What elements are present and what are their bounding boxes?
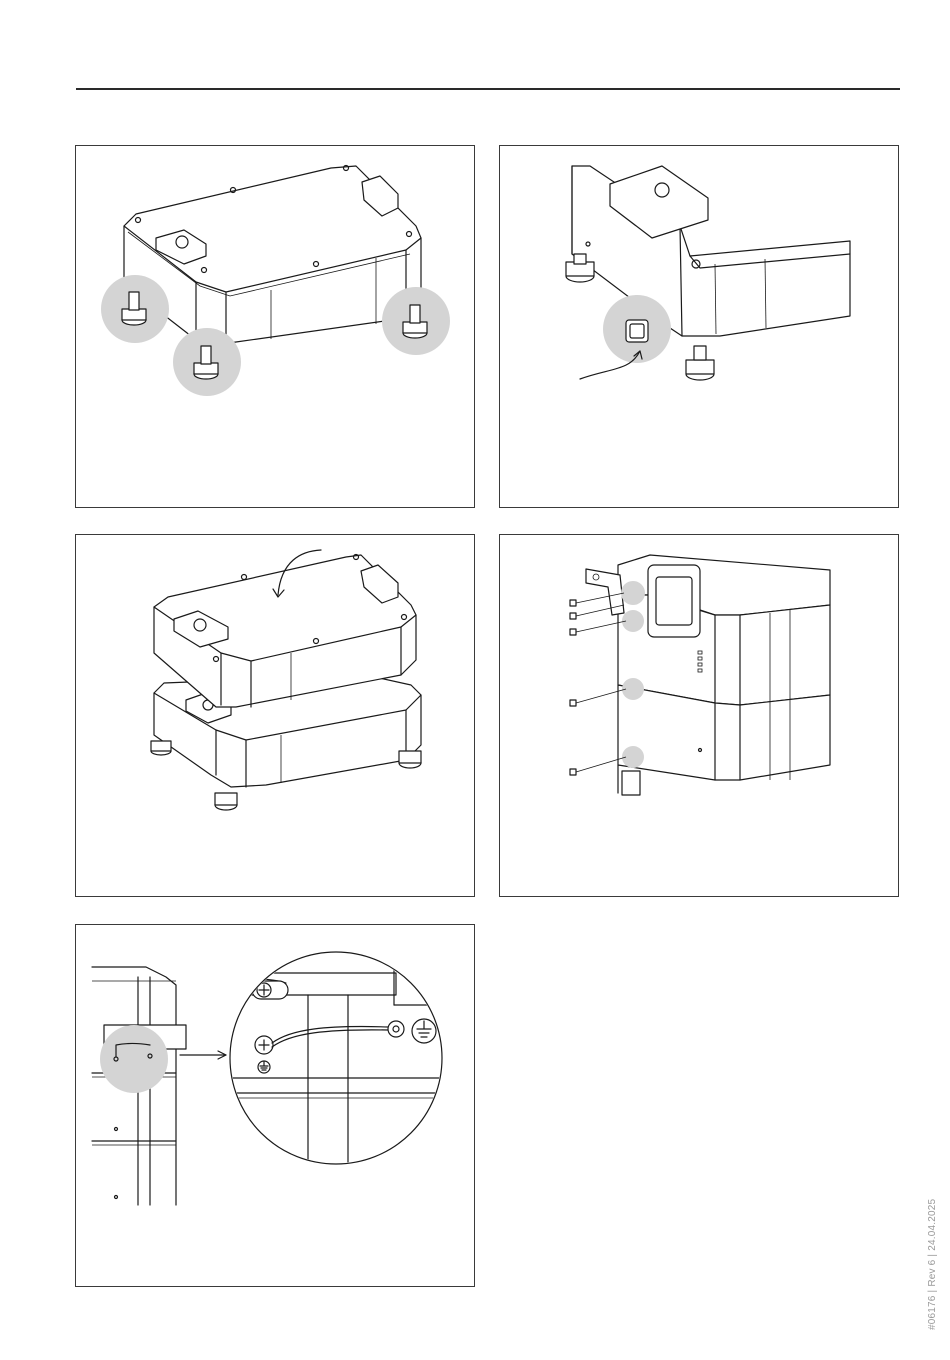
document-revision-code: #06176 | Rev 6 | 24.04.2025 [927,1199,938,1330]
illustration-panel-bracket [499,534,899,897]
header-rule [76,88,900,90]
illustration-panel-feet [75,145,475,508]
ground-symbol-icon [412,1019,436,1043]
stacking-modules-illustration [76,535,474,896]
connector-cover-illustration [500,146,898,507]
illustration-panel-connector [499,145,899,508]
bracket-screws-illustration [500,535,898,896]
ground-symbol-icon-small [258,1061,270,1073]
illustration-panel-grounding [75,924,475,1287]
illustration-panel-stacking [75,534,475,897]
feet-on-base-module-illustration [76,146,474,507]
ground-cable-detail-illustration [76,925,474,1286]
